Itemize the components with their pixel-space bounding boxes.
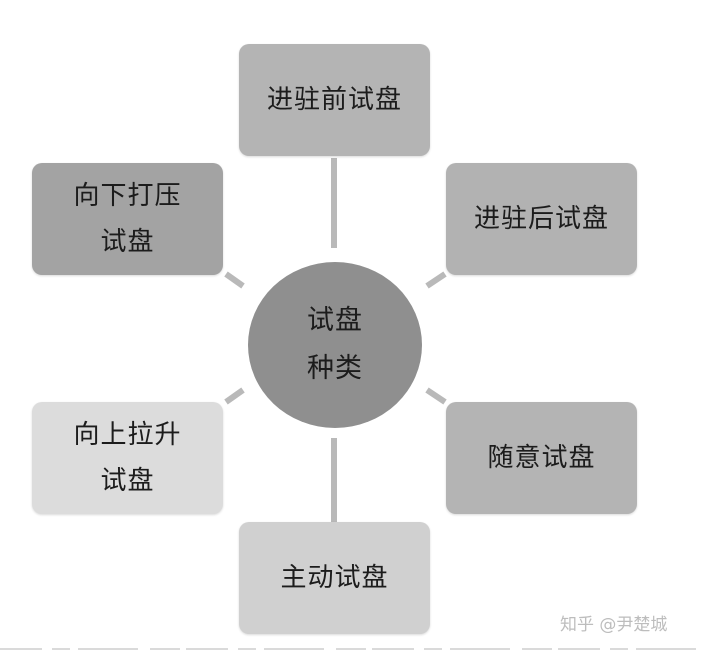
node-bottom-left-label-2: 试盘 — [100, 466, 155, 496]
bottom-edge-strip — [0, 648, 705, 650]
node-bottom: 主动试盘 — [239, 522, 430, 634]
connector-top-left — [224, 271, 245, 289]
center-node: 试盘 种类 — [248, 262, 422, 428]
node-bottom-left: 向上拉升 试盘 — [32, 402, 223, 514]
center-label-1: 试盘 — [307, 305, 363, 336]
node-top: 进驻前试盘 — [239, 44, 430, 156]
connector-top-right — [425, 271, 447, 289]
node-top-right: 进驻后试盘 — [446, 163, 637, 275]
node-top-label: 进驻前试盘 — [266, 85, 402, 115]
node-bottom-right: 随意试盘 — [446, 402, 637, 514]
watermark-text: 知乎 @尹楚城 — [560, 615, 668, 635]
node-top-left: 向下打压 试盘 — [32, 163, 223, 275]
connector-bottom-right — [425, 387, 447, 405]
node-top-left-label-2: 试盘 — [100, 227, 155, 257]
node-bottom-left-label-1: 向上拉升 — [73, 420, 182, 450]
node-bottom-label: 主动试盘 — [280, 563, 389, 593]
node-bottom-right-label: 随意试盘 — [487, 443, 596, 473]
node-top-left-label-1: 向下打压 — [73, 181, 182, 211]
connector-bottom-left — [224, 387, 245, 405]
node-top-right-label: 进驻后试盘 — [473, 204, 609, 234]
center-label-2: 种类 — [307, 353, 363, 384]
